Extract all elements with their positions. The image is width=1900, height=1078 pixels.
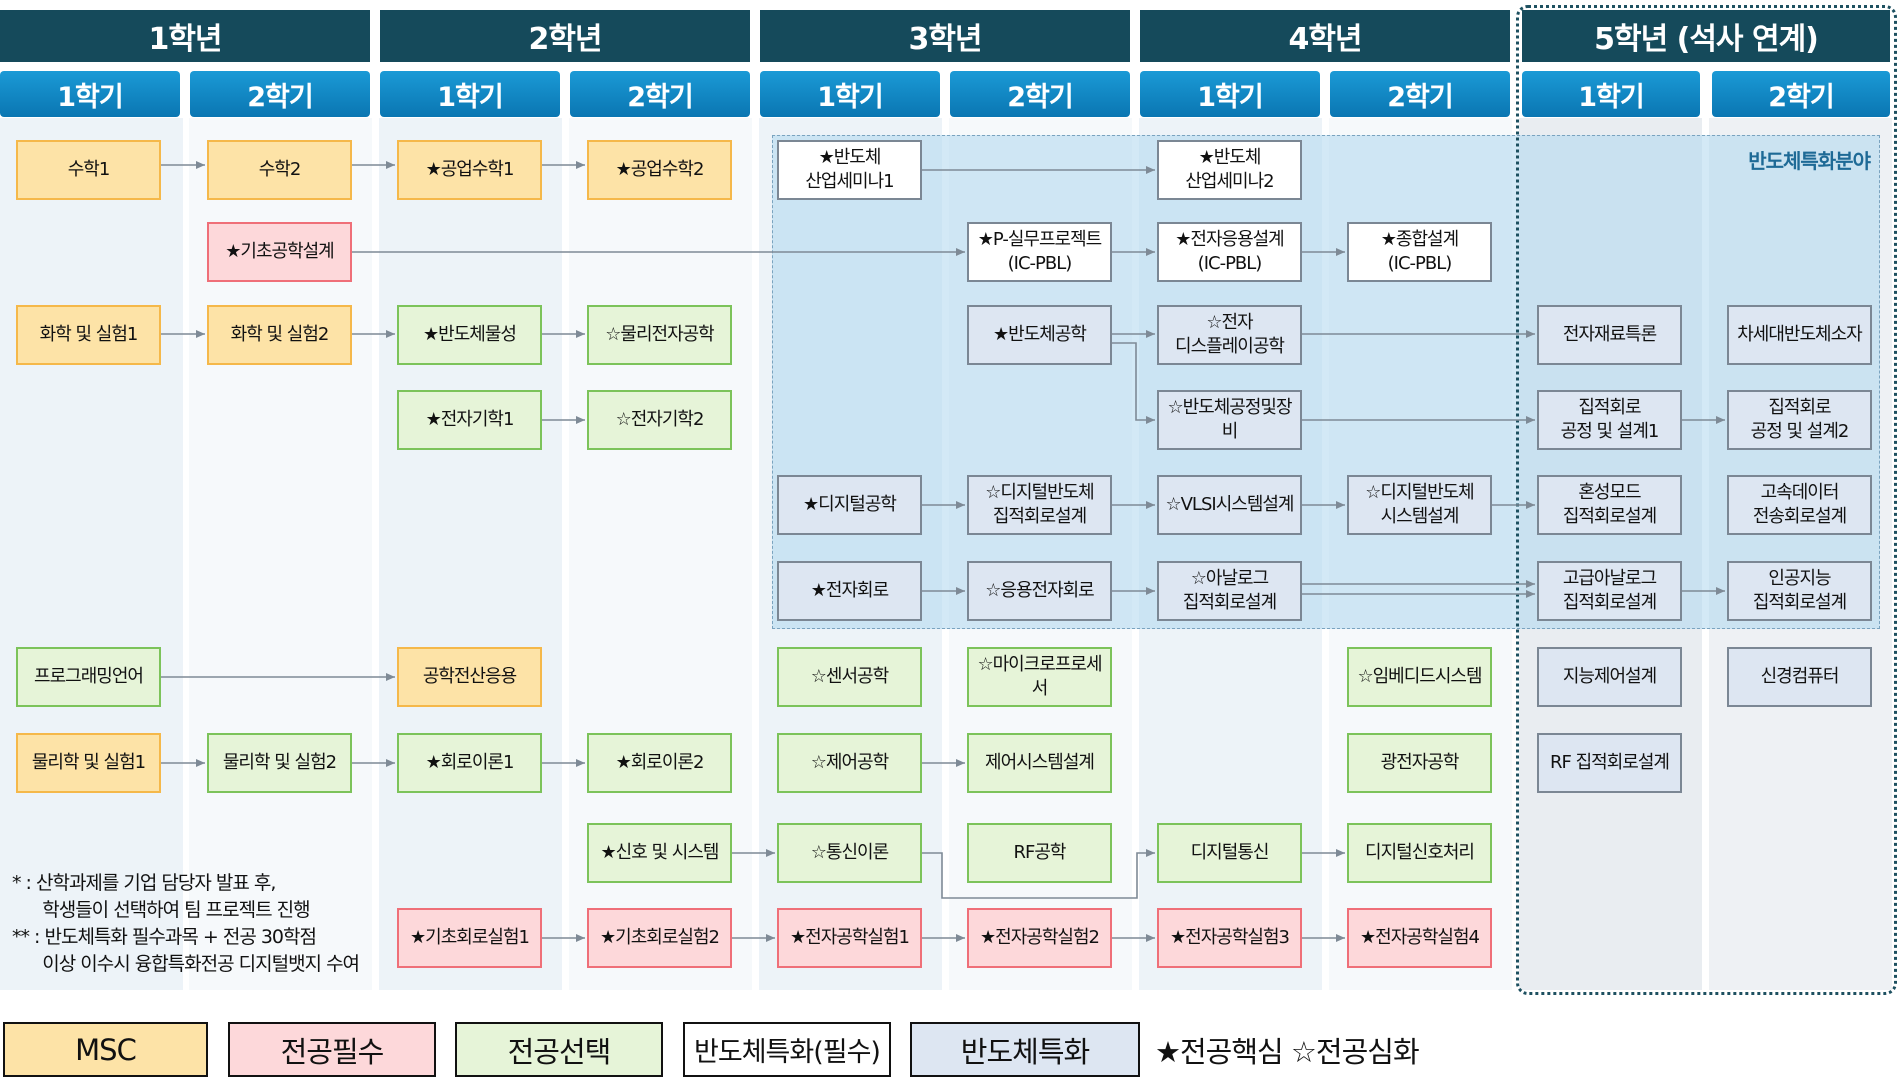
course-box: ★기초회로실험1 — [397, 908, 542, 968]
course-box: ☆반도체공정및장비 — [1157, 390, 1302, 450]
course-box: ★신호 및 시스템 — [587, 823, 732, 883]
semester-header: 2학기 — [1712, 71, 1890, 117]
footnote: 학생들이 선택하여 팀 프로젝트 진행 — [12, 899, 310, 921]
course-box: ☆통신이론 — [777, 823, 922, 883]
course-box: 물리학 및 실험1 — [16, 733, 161, 793]
legend-star-key: ★전공핵심 ☆전공심화 — [1155, 1034, 1420, 1069]
course-box: 수학2 — [207, 140, 352, 200]
course-box: RF공학 — [967, 823, 1112, 883]
course-box: 제어시스템설계 — [967, 733, 1112, 793]
course-box: ★전자회로 — [777, 561, 922, 621]
course-box: 디지털통신 — [1157, 823, 1302, 883]
course-box: ★전자공학실험2 — [967, 908, 1112, 968]
course-box: ★전자공학실험3 — [1157, 908, 1302, 968]
course-box: ☆마이크로프로세서 — [967, 647, 1112, 707]
course-box: ★전자기학1 — [397, 390, 542, 450]
course-box: ☆임베디드시스템 — [1347, 647, 1492, 707]
footnote: 이상 이수시 융합특화전공 디지털뱃지 수여 — [12, 953, 360, 975]
masters-link-group — [1516, 5, 1897, 995]
course-box: ★반도체물성 — [397, 305, 542, 365]
year-header: 4학년 — [1140, 10, 1510, 62]
semiconductor-area-label: 반도체특화분야 — [1748, 149, 1871, 173]
course-box: ☆응용전자회로 — [967, 561, 1112, 621]
course-box: ☆전자 디스플레이공학 — [1157, 305, 1302, 365]
course-box: 집적회로 공정 및 설계1 — [1537, 390, 1682, 450]
course-box: 수학1 — [16, 140, 161, 200]
course-box: 고급아날로그 집적회로설계 — [1537, 561, 1682, 621]
semester-header: 1학기 — [760, 71, 940, 117]
year-header: 5학년 (석사 연계) — [1522, 10, 1890, 62]
course-box: 고속데이터 전송회로설계 — [1727, 475, 1872, 535]
semester-header: 2학기 — [570, 71, 750, 117]
course-box: 디지털신호처리 — [1347, 823, 1492, 883]
course-box: ★P-실무프로젝트 (IC-PBL) — [967, 222, 1112, 282]
course-box: 화학 및 실험2 — [207, 305, 352, 365]
semester-header: 1학기 — [380, 71, 560, 117]
course-box: 차세대반도체소자 — [1727, 305, 1872, 365]
course-box: ☆아날로그 집적회로설계 — [1157, 561, 1302, 621]
course-box: 집적회로 공정 및 설계2 — [1727, 390, 1872, 450]
course-box: ★공업수학2 — [587, 140, 732, 200]
course-box: ★전자공학실험4 — [1347, 908, 1492, 968]
course-box: 지능제어설계 — [1537, 647, 1682, 707]
course-box: ★회로이론2 — [587, 733, 732, 793]
course-box: ☆디지털반도체 집적회로설계 — [967, 475, 1112, 535]
column-bg — [379, 118, 562, 990]
course-box: ★디지털공학 — [777, 475, 922, 535]
semester-header: 2학기 — [950, 71, 1130, 117]
course-box: 프로그래밍언어 — [16, 647, 161, 707]
course-box: 화학 및 실험1 — [16, 305, 161, 365]
course-box: ★반도체 산업세미나1 — [777, 140, 922, 200]
course-box: ★기초공학설계 — [207, 222, 352, 282]
semester-header: 2학기 — [1330, 71, 1510, 117]
semester-header: 1학기 — [0, 71, 180, 117]
course-box: ★기초회로실험2 — [587, 908, 732, 968]
column-bg — [0, 118, 183, 990]
course-box: 물리학 및 실험2 — [207, 733, 352, 793]
course-box: ☆물리전자공학 — [587, 305, 732, 365]
legend-elective: 전공선택 — [455, 1022, 663, 1077]
course-box: ★전자공학실험1 — [777, 908, 922, 968]
footnote: ** : 반도체특화 필수과목 + 전공 30학점 — [12, 926, 317, 948]
course-box: ★전자응용설계 (IC-PBL) — [1157, 222, 1302, 282]
legend-required: 전공필수 — [228, 1022, 436, 1077]
course-box: ☆제어공학 — [777, 733, 922, 793]
course-box: ☆전자기학2 — [587, 390, 732, 450]
year-header: 1학년 — [0, 10, 370, 62]
course-box: 인공지능 집적회로설계 — [1727, 561, 1872, 621]
semester-header: 2학기 — [190, 71, 370, 117]
course-box: ☆디지털반도체 시스템설계 — [1347, 475, 1492, 535]
course-box: 신경컴퓨터 — [1727, 647, 1872, 707]
course-box: 전자재료특론 — [1537, 305, 1682, 365]
course-box: 혼성모드 집적회로설계 — [1537, 475, 1682, 535]
course-box: 공학전산응용 — [397, 647, 542, 707]
course-box: ★반도체 산업세미나2 — [1157, 140, 1302, 200]
course-box: ★종합설계 (IC-PBL) — [1347, 222, 1492, 282]
legend-semiconductor: 반도체특화 — [910, 1022, 1140, 1077]
footnote: * : 산학과제를 기업 담당자 발표 후, — [12, 872, 276, 894]
year-header: 3학년 — [760, 10, 1130, 62]
course-box: ★반도체공학 — [967, 305, 1112, 365]
semester-header: 1학기 — [1140, 71, 1320, 117]
course-box: ★회로이론1 — [397, 733, 542, 793]
course-box: ☆VLSI시스템설계 — [1157, 475, 1302, 535]
course-box: RF 집적회로설계 — [1537, 733, 1682, 793]
course-box: ☆센서공학 — [777, 647, 922, 707]
semester-header: 1학기 — [1522, 71, 1700, 117]
course-box: ★공업수학1 — [397, 140, 542, 200]
legend-msc: MSC — [3, 1022, 208, 1077]
course-box: 광전자공학 — [1347, 733, 1492, 793]
legend-semiconductor-required: 반도체특화(필수) — [683, 1022, 891, 1077]
semiconductor-area — [772, 135, 1880, 629]
year-header: 2학년 — [380, 10, 750, 62]
